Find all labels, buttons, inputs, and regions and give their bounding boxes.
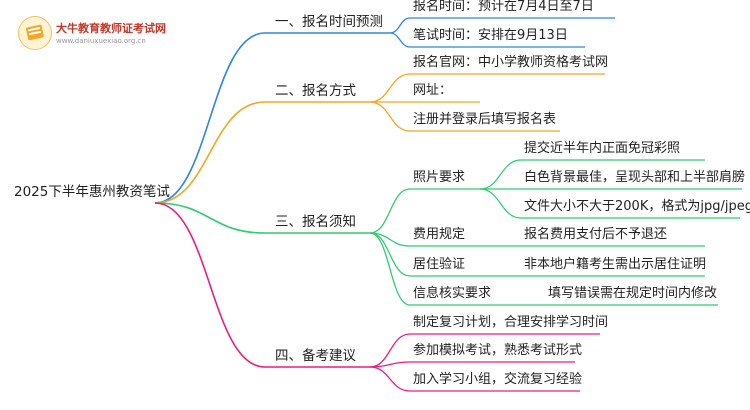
branch-topic: 一、报名时间预测 — [275, 14, 383, 30]
child-topic: 笔试时间：安排在9月13日 — [413, 28, 568, 43]
grandchild-topic: 提交近半年内正面免冠彩照 — [524, 141, 681, 156]
grandchild-topic: 填写错误需在规定时间内修改 — [548, 286, 718, 301]
grandchild-connector — [479, 188, 522, 219]
child-topic: 参加模拟考试，熟悉考试形式 — [413, 343, 583, 358]
child-connector — [369, 101, 411, 132]
grandchild-topic: 报名费用支付后不予退还 — [524, 227, 668, 242]
child-connector — [389, 32, 411, 48]
child-topic: 注册并登录后填写报名表 — [413, 112, 557, 127]
child-connector — [369, 361, 411, 368]
child-connector — [369, 232, 411, 277]
logo-site-url: www.daniuxuexiao.org.cn — [56, 37, 146, 45]
branch-topic: 二、报名方式 — [275, 83, 356, 99]
child-topic: 照片要求 — [413, 170, 466, 185]
child-topic: 制定复习计划，合理安排学习时间 — [413, 315, 609, 330]
child-topic: 加入学习小组，交流复习经验 — [413, 372, 583, 387]
branch-topic: 三、报名须知 — [275, 214, 356, 230]
child-topic: 费用规定 — [413, 227, 466, 242]
branch-connector — [154, 101, 266, 204]
child-connector — [369, 333, 411, 368]
branch-connector — [154, 202, 266, 368]
root-topic: 2025下半年惠州教资笔试 — [14, 184, 170, 200]
child-topic: 报名时间：预计在7月4日至7日 — [413, 0, 594, 14]
child-connector — [369, 366, 411, 392]
child-connector — [369, 188, 411, 234]
book-logo-icon — [18, 16, 52, 50]
logo-site-name: 大牛教育教师证考试网 — [56, 22, 166, 35]
grandchild-topic: 非本地户籍考生需出示居住证明 — [524, 257, 707, 272]
child-topic: 信息核实要求 — [413, 286, 492, 301]
grandchild-connector — [479, 159, 522, 190]
branch-topic: 四、备考建议 — [275, 348, 356, 364]
site-logo: 大牛教育教师证考试网 www.daniuxuexiao.org.cn — [18, 16, 168, 52]
grandchild-topic: 白色背景最佳，呈现头部和上半部肩膀 — [524, 170, 746, 185]
branch-connector — [154, 32, 266, 204]
child-connector — [369, 73, 411, 103]
child-connector — [369, 232, 411, 306]
child-topic: 居住验证 — [413, 257, 466, 272]
child-topic: 网址： — [413, 83, 453, 98]
branch-connector — [154, 202, 266, 234]
grandchild-topic: 文件大小不大于200K，格式为jpg/jpeg — [524, 199, 750, 214]
child-topic: 报名官网：中小学教师资格考试网 — [413, 55, 609, 70]
child-connector — [389, 17, 411, 34]
